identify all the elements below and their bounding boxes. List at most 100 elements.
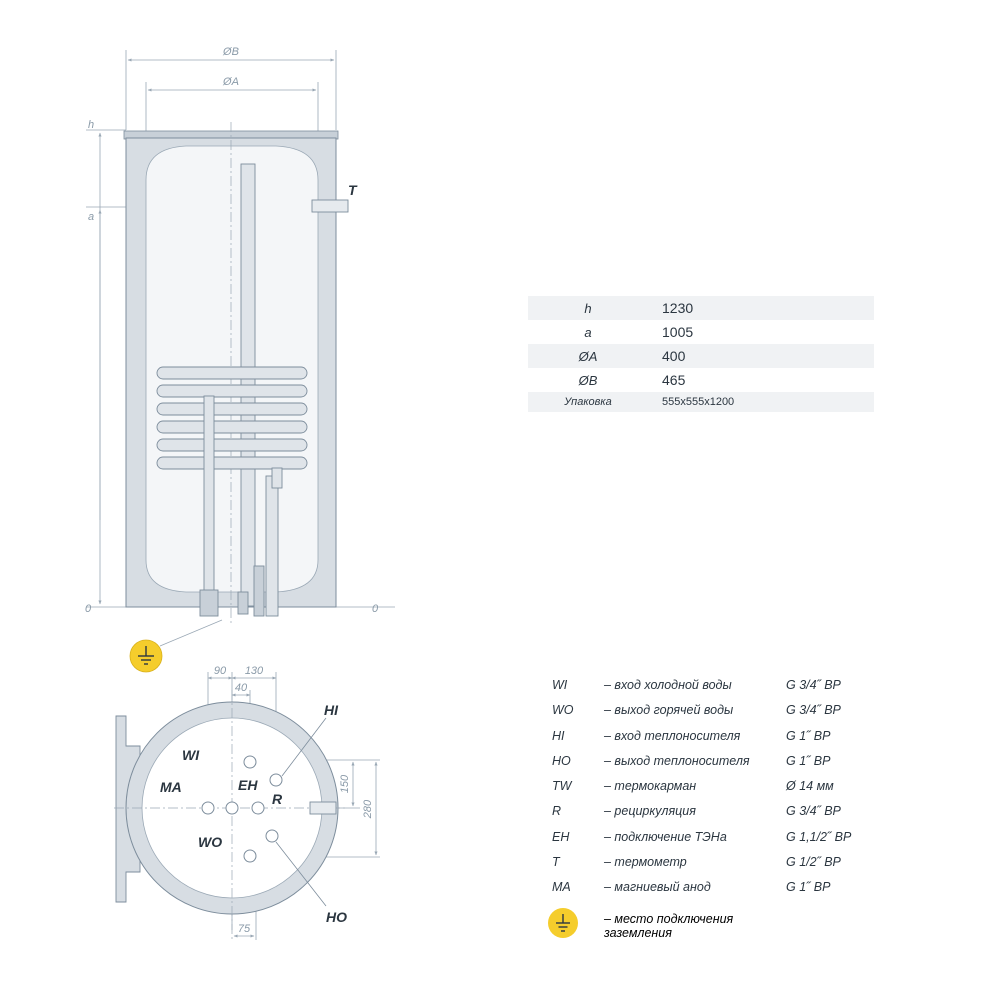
spec-key: a bbox=[584, 324, 592, 340]
d130-label: 130 bbox=[245, 665, 264, 677]
connections-legend: WI – вход холодной воды G 3/4˝ ВР WO – выхо… bbox=[548, 674, 878, 946]
ma-label: MA bbox=[160, 779, 182, 795]
leader-lines bbox=[275, 717, 327, 907]
ho-hole bbox=[265, 829, 279, 843]
ground-icon bbox=[129, 639, 163, 673]
table-row: ØB 465 bbox=[528, 368, 874, 392]
spec-key: ØA bbox=[528, 344, 648, 368]
list-item: WO – выход горячей воды G 3/4˝ ВР bbox=[548, 699, 878, 724]
legend-desc: – вход холодной воды bbox=[604, 678, 732, 692]
ground-leader bbox=[159, 619, 223, 647]
legend-code: MA bbox=[552, 880, 571, 895]
spec-key: h bbox=[528, 296, 648, 320]
legend-code: T bbox=[552, 855, 560, 870]
a-label: a bbox=[88, 211, 94, 223]
coil-return-elbow bbox=[271, 467, 283, 489]
spec-key: Упаковка bbox=[528, 392, 648, 412]
list-item: TW – термокарман Ø 14 мм bbox=[548, 775, 878, 800]
legend-value: G 3/4˝ ВР bbox=[786, 804, 841, 819]
legend-code: R bbox=[552, 804, 562, 819]
legend-value: G 1˝ ВР bbox=[786, 753, 831, 768]
coil-return-pipe bbox=[265, 475, 279, 617]
legend-desc: – термометр bbox=[604, 855, 687, 870]
eh-hole bbox=[225, 801, 239, 815]
d40-label: 40 bbox=[235, 682, 248, 694]
list-item: HI – вход теплоносителя G 1˝ ВР bbox=[548, 725, 878, 750]
legend-desc: – подключение ТЭНа bbox=[604, 829, 727, 844]
ma-hole bbox=[201, 801, 215, 815]
ground-icon bbox=[548, 907, 578, 938]
spec-value: 400 bbox=[648, 344, 874, 368]
cold-water-pipe bbox=[203, 395, 215, 611]
thermometer-port bbox=[311, 199, 349, 213]
r-hole bbox=[251, 801, 265, 815]
legend-value: G 1˝ ВР bbox=[786, 880, 831, 895]
list-item: MA – магниевый анод G 1˝ ВР bbox=[548, 876, 878, 901]
legend-code: HO bbox=[552, 753, 571, 768]
legend-value: G 3/4˝ ВР bbox=[786, 678, 841, 692]
wo-label: WO bbox=[198, 834, 222, 850]
legend-code: WO bbox=[552, 703, 574, 718]
legend-desc: – магниевый анод bbox=[604, 880, 711, 895]
list-item: WI – вход холодной воды G 3/4˝ ВР bbox=[548, 674, 878, 699]
connection-holes bbox=[201, 755, 283, 863]
dimension-dia-b bbox=[125, 50, 337, 130]
legend-desc: – вход теплоносителя bbox=[604, 728, 741, 743]
ho-label: HO bbox=[326, 909, 347, 925]
eh-label: EH bbox=[238, 777, 258, 793]
legend-desc: – термокарман bbox=[604, 779, 697, 794]
zero-left-label: 0 bbox=[85, 603, 92, 615]
legend-code: WI bbox=[552, 678, 568, 692]
spec-value: 1230 bbox=[648, 296, 874, 320]
d280-label: 280 bbox=[362, 799, 374, 819]
zero-right-label: 0 bbox=[372, 603, 379, 615]
legend-code: TW bbox=[552, 779, 572, 794]
list-item: EH – подключение ТЭНа G 1,1/2˝ ВР bbox=[548, 826, 878, 851]
d75-label: 75 bbox=[238, 923, 251, 935]
list-item: T – термометр G 1/2˝ ВР bbox=[548, 851, 878, 876]
legend-value: Ø 14 мм bbox=[786, 779, 834, 794]
side-view: ØB ØA h a 0 0 bbox=[85, 46, 395, 673]
thermometer-port-top bbox=[309, 801, 337, 815]
legend-ground-desc: – место подключения заземления bbox=[604, 911, 734, 940]
legend-code: EH bbox=[552, 829, 570, 844]
hi-label: HI bbox=[324, 702, 339, 718]
r-label: R bbox=[272, 791, 283, 807]
spec-value: 465 bbox=[662, 372, 686, 388]
wo-hole bbox=[243, 849, 257, 863]
wo-bottom-connector bbox=[237, 591, 249, 615]
wi-bottom-connector bbox=[199, 589, 219, 617]
dimension-dia-a bbox=[145, 82, 319, 140]
legend-value: G 1˝ ВР bbox=[786, 728, 831, 743]
table-row: a 1005 bbox=[528, 320, 874, 344]
legend-value: G 1,1/2˝ ВР bbox=[786, 829, 852, 844]
dia-a-label: ØA bbox=[222, 76, 239, 88]
spec-value: 1005 bbox=[662, 324, 694, 340]
hi-hole bbox=[269, 773, 283, 787]
legend-code: HI bbox=[552, 728, 565, 743]
d150-label: 150 bbox=[339, 774, 351, 793]
h-label: h bbox=[88, 119, 94, 131]
legend-desc: – выход горячей воды bbox=[604, 703, 734, 718]
wi-label: WI bbox=[182, 747, 200, 763]
top-view: 90 130 40 150 280 75 WI bbox=[114, 665, 380, 940]
legend-value: G 1/2˝ ВР bbox=[786, 855, 841, 870]
coil-bottom-connector bbox=[253, 565, 265, 617]
wi-hole bbox=[243, 755, 257, 769]
d90-label: 90 bbox=[214, 665, 227, 677]
list-item: HO – выход теплоносителя G 1˝ ВР bbox=[548, 750, 878, 775]
legend-ground-item: – место подключения заземления bbox=[548, 906, 878, 946]
legend-desc: – выход теплоносителя bbox=[604, 753, 750, 768]
heat-exchanger-coil bbox=[156, 366, 308, 470]
dia-b-label: ØB bbox=[222, 46, 239, 58]
spec-key: ØB bbox=[578, 372, 598, 388]
spec-value: 555x555x1200 bbox=[648, 392, 874, 412]
legend-value: G 3/4˝ ВР bbox=[786, 703, 841, 718]
t-label: T bbox=[348, 182, 358, 198]
